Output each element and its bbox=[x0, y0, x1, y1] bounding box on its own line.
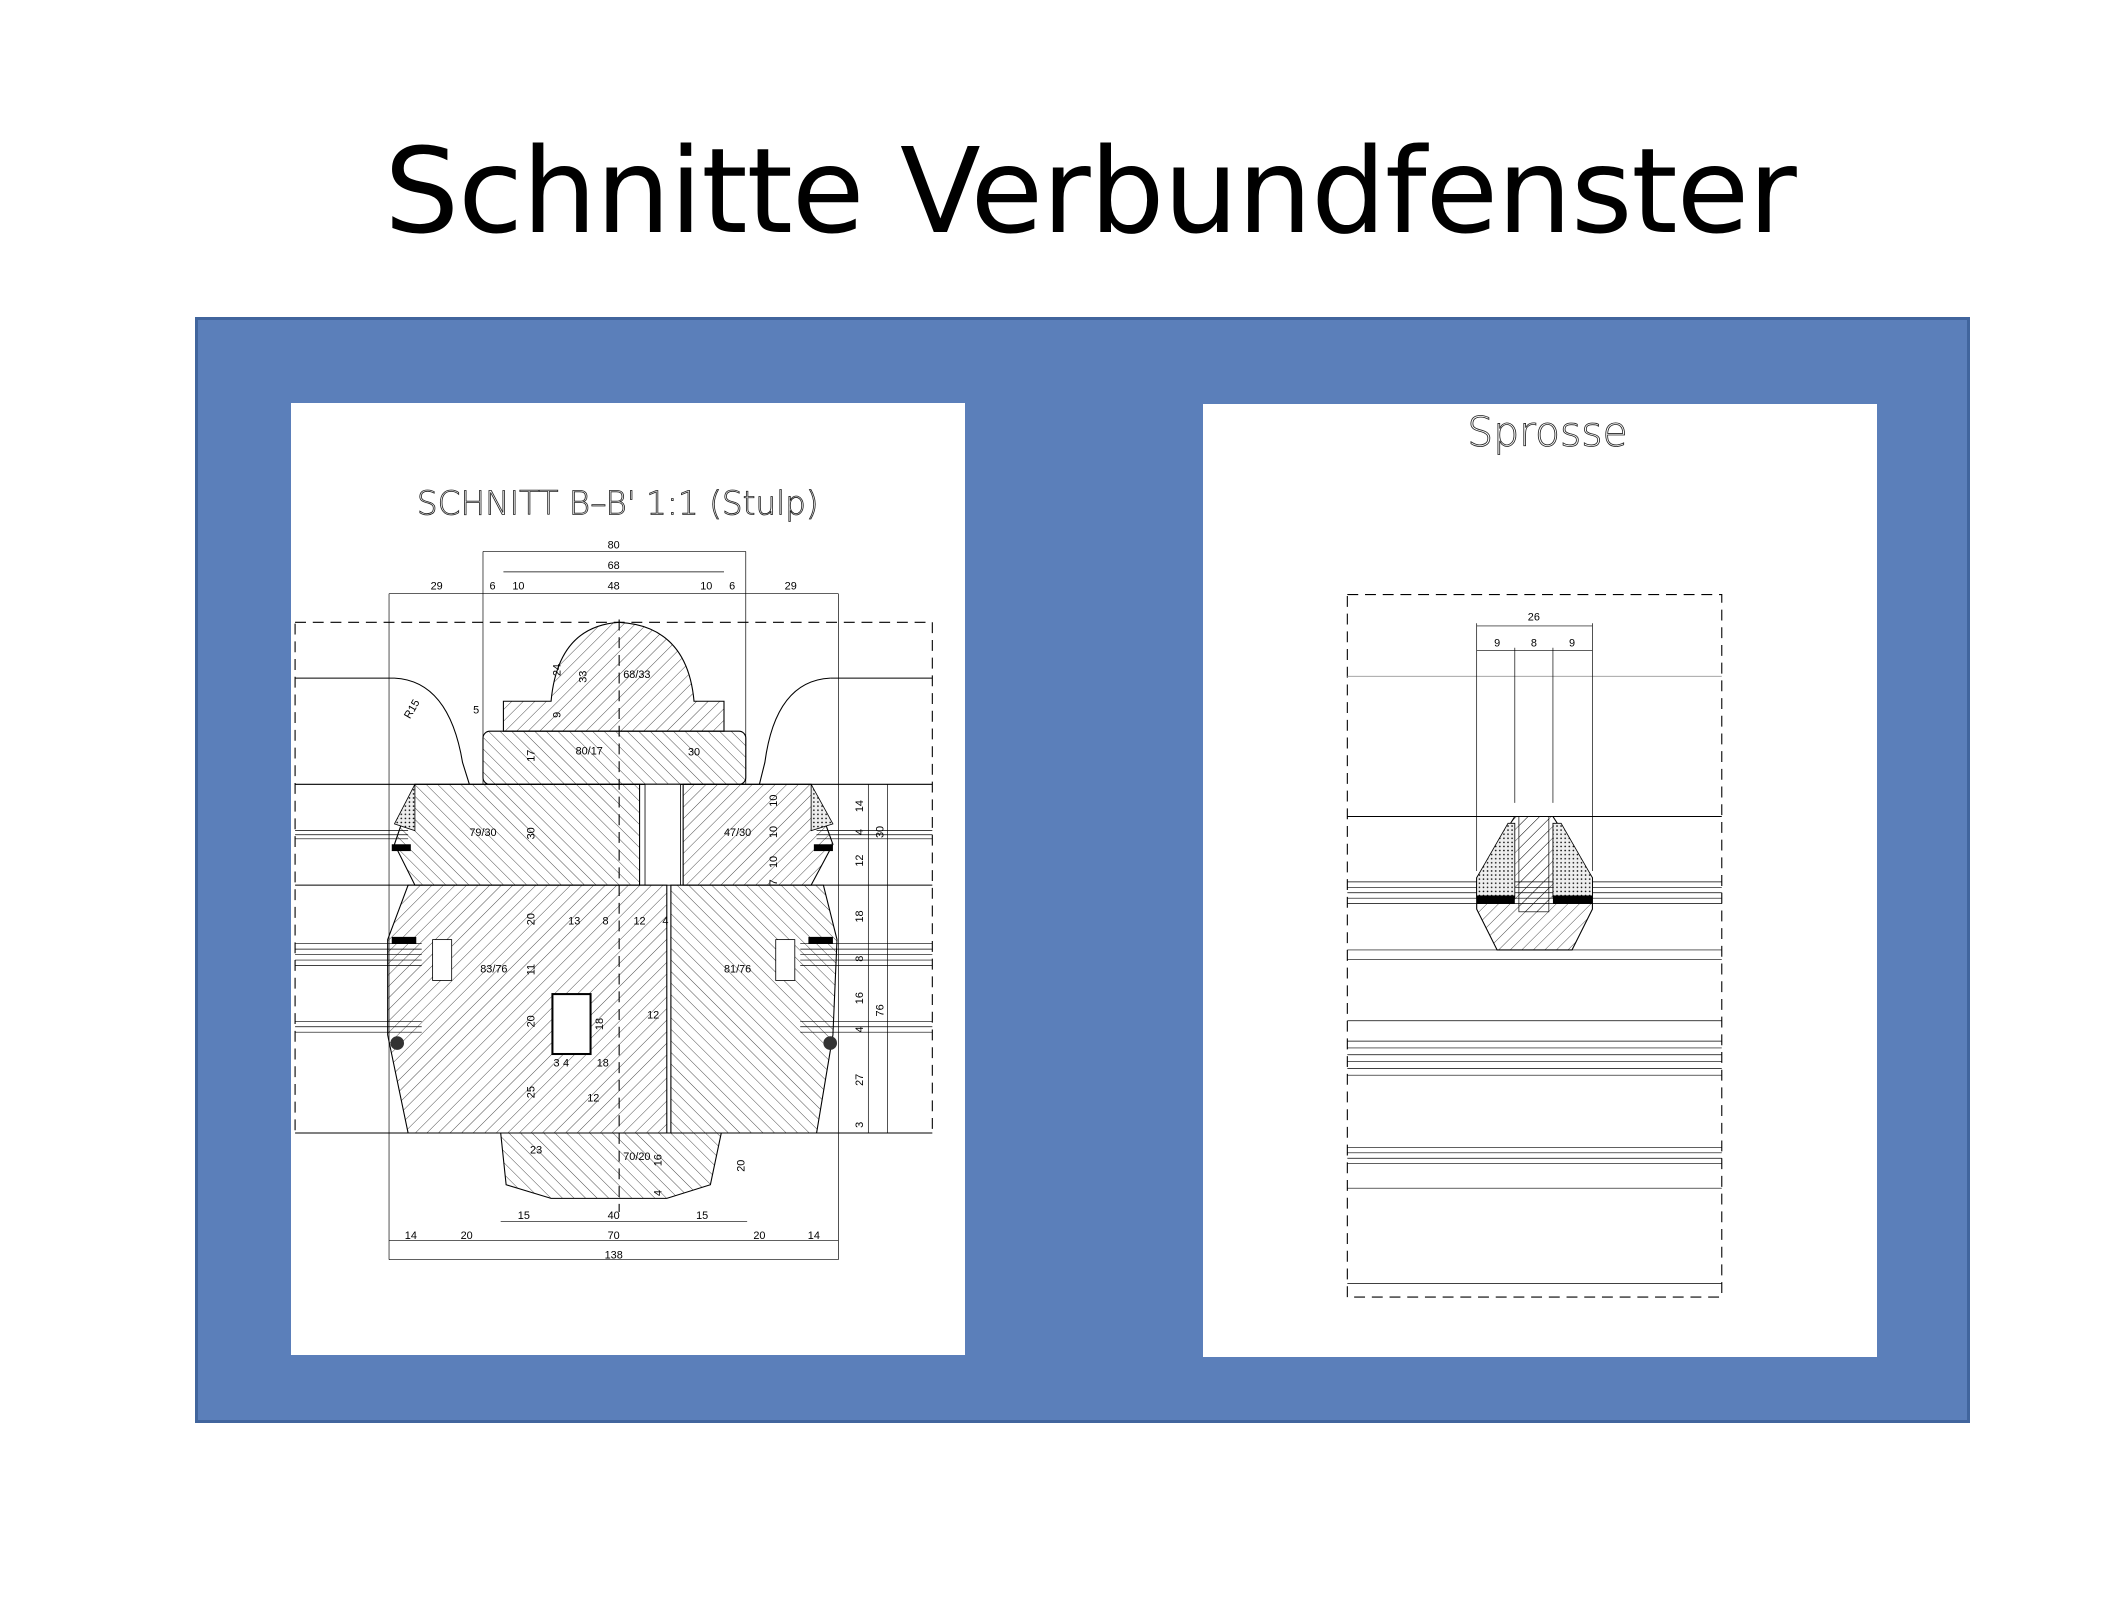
dimension-label: 20 bbox=[526, 1015, 538, 1027]
dimension-label: 12 bbox=[647, 1010, 659, 1022]
dimension-label: 33 bbox=[577, 671, 589, 683]
dimension-label: 4 bbox=[854, 829, 866, 835]
dimension-labels: 80 68 29 6 10 48 10 6 29 24 33 68/33 R15… bbox=[402, 540, 886, 1262]
dimension-label: 15 bbox=[518, 1210, 530, 1222]
dimension-label: 11 bbox=[526, 964, 538, 975]
dimension-label: 25 bbox=[526, 1086, 538, 1098]
dimension-label: 18 bbox=[597, 1057, 609, 1069]
dimension-label: 20 bbox=[753, 1230, 765, 1242]
dimension-label: 12 bbox=[854, 855, 866, 867]
dimension-label: 80/17 bbox=[576, 745, 603, 757]
dimension-label: 4 bbox=[652, 1190, 664, 1196]
dimension-label: 14 bbox=[854, 800, 866, 812]
dimension-label: 14 bbox=[405, 1230, 417, 1242]
dimension-label: 29 bbox=[785, 581, 797, 593]
dimension-label: 68 bbox=[608, 560, 620, 572]
dimension-label: 16 bbox=[854, 992, 866, 1004]
dimension-label: 20 bbox=[461, 1230, 473, 1242]
dimension-label: 8 bbox=[854, 956, 866, 962]
dimension-label: 3 bbox=[553, 1057, 559, 1069]
dimension-label: 6 bbox=[489, 581, 495, 593]
dimension-label: 30 bbox=[526, 827, 538, 839]
dimension-label: 9 bbox=[1569, 637, 1575, 649]
dimension-label: 138 bbox=[605, 1249, 623, 1261]
drawing-title: SCHNITT B–B' 1:1 (Stulp) bbox=[417, 485, 819, 523]
dimension-label: 48 bbox=[608, 581, 620, 593]
dimension-label: 26 bbox=[1528, 611, 1540, 623]
dimension-label: 40 bbox=[608, 1210, 620, 1222]
dimension-label: 8 bbox=[1531, 637, 1537, 649]
dimension-label: 5 bbox=[473, 705, 479, 717]
dimension-label: 9 bbox=[552, 712, 564, 718]
dimension-label: 10 bbox=[700, 581, 712, 593]
dimension-label: 12 bbox=[634, 916, 646, 928]
dimension-label: 14 bbox=[808, 1230, 820, 1242]
dimension-label: 68/33 bbox=[623, 669, 650, 681]
dimension-label: 47/30 bbox=[724, 827, 751, 839]
dimension-label: 4 bbox=[662, 916, 668, 928]
dimension-label: 17 bbox=[526, 750, 538, 762]
dimension-label: 70 bbox=[608, 1230, 620, 1242]
dimension-label: 30 bbox=[688, 747, 700, 759]
dimension-label: 18 bbox=[854, 910, 866, 922]
dimension-label: 27 bbox=[854, 1074, 866, 1086]
dimension-label: 4 bbox=[563, 1057, 569, 1069]
dimension-label: 23 bbox=[530, 1144, 542, 1156]
dimension-label: 79/30 bbox=[469, 827, 496, 839]
dimension-label: 6 bbox=[729, 581, 735, 593]
dimension-label: 4 bbox=[854, 1026, 866, 1032]
section-drawing-stulp: SCHNITT B–B' 1:1 (Stulp) bbox=[291, 403, 965, 1355]
section-drawing-sprosse: Sprosse 26 9 8 9 bbox=[1203, 404, 1877, 1357]
dimension-label: 20 bbox=[735, 1160, 747, 1172]
dimension-label: 20 bbox=[526, 913, 538, 925]
dimension-label: 18 bbox=[594, 1018, 606, 1030]
dimension-label: 16 bbox=[652, 1154, 664, 1166]
dimension-label: 8 bbox=[603, 916, 609, 928]
dimension-label: 10 bbox=[768, 795, 780, 807]
drawing-title: Sprosse bbox=[1467, 408, 1627, 456]
dimension-label: 80 bbox=[608, 540, 620, 552]
dimension-label: 24 bbox=[552, 664, 564, 676]
dimension-label: 10 bbox=[512, 581, 524, 593]
dimension-label: 70/20 bbox=[623, 1151, 650, 1163]
drawing-geometry bbox=[294, 551, 933, 1261]
dimension-labels: 26 9 8 9 bbox=[1494, 611, 1575, 649]
dimension-label: 10 bbox=[768, 856, 780, 868]
dimension-label: 83/76 bbox=[480, 963, 507, 975]
dimension-label: 15 bbox=[696, 1210, 708, 1222]
dimension-label: 10 bbox=[768, 826, 780, 838]
dimension-label: 76 bbox=[874, 1004, 886, 1016]
dimension-label: 3 bbox=[854, 1122, 866, 1128]
dimension-label: 81/76 bbox=[724, 963, 751, 975]
dimension-label: 13 bbox=[568, 916, 580, 928]
dimension-label: 30 bbox=[874, 826, 886, 838]
dimension-label: 9 bbox=[1494, 637, 1500, 649]
dimension-label: R15 bbox=[402, 698, 422, 721]
drawing-geometry bbox=[1346, 594, 1723, 1298]
dimension-label: 7 bbox=[768, 879, 780, 885]
slide-title: Schnitte Verbundfenster bbox=[384, 122, 1797, 260]
dimension-label: 29 bbox=[431, 581, 443, 593]
dimension-label: 12 bbox=[587, 1093, 599, 1105]
